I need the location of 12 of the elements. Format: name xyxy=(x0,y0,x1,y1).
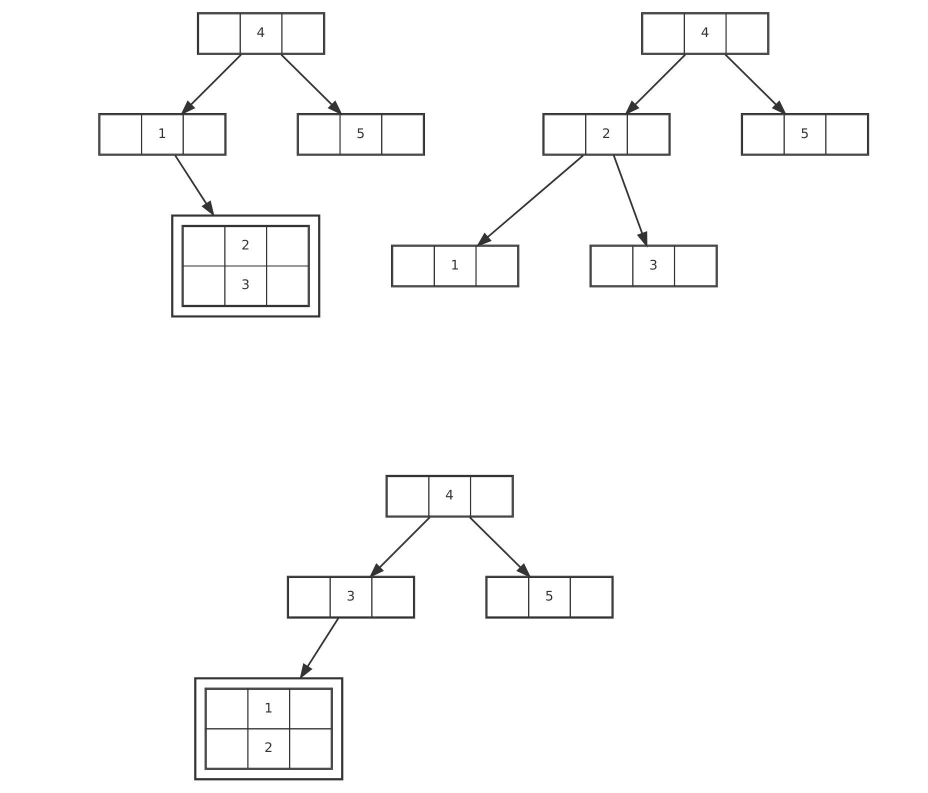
arrow xyxy=(476,154,584,247)
arrow xyxy=(624,54,686,116)
arrow xyxy=(368,516,430,578)
arrow xyxy=(280,54,342,116)
arrow xyxy=(180,54,242,116)
node-box: 2 3 xyxy=(170,214,320,318)
arrow xyxy=(612,155,647,248)
arrow xyxy=(468,516,531,578)
arrow xyxy=(299,618,339,680)
arrow xyxy=(724,54,786,116)
arrow xyxy=(174,154,214,216)
node-box: 1 2 xyxy=(194,677,343,780)
